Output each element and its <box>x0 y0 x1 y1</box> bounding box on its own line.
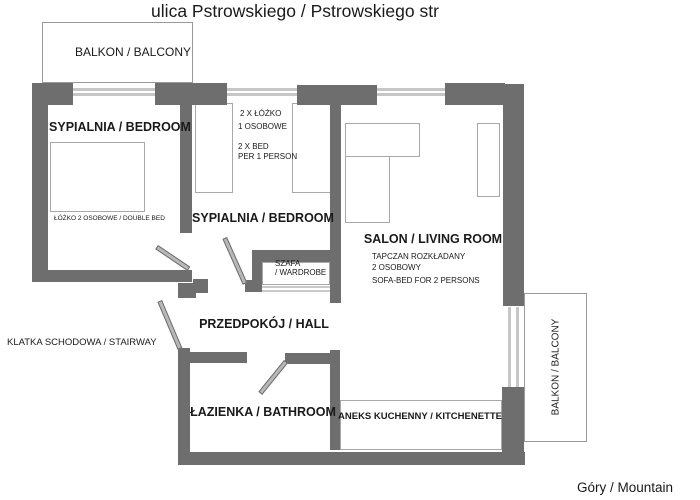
balcony-right-label: BALKON / BALCONY <box>550 318 562 416</box>
wall-bathroom-left <box>178 348 190 465</box>
wall-entry-block-b <box>193 279 208 293</box>
wardrobe-sliding-door-2 <box>262 290 330 292</box>
wall-bottom <box>185 452 525 465</box>
balcony-right <box>524 293 587 442</box>
wall-bedroom1-south <box>32 270 192 282</box>
single-bed-right <box>292 103 332 193</box>
double-bed-label: ŁÓŻKO 2 OSOBOWE / DOUBLE BED <box>54 215 165 222</box>
wall-bedroom2-door-post <box>245 280 262 292</box>
kitchenette-counter <box>340 400 502 450</box>
door-bedroom1 <box>155 245 191 271</box>
twin-beds-note-en-1: 2 X BED <box>238 142 269 151</box>
plan-title: ulica Pstrowskiego / Pstrowskiego str <box>151 1 439 21</box>
balcony-glass-door <box>508 307 519 388</box>
bedroom2-label: SYPIALNIA / BEDROOM <box>192 211 334 225</box>
bathroom-label: ŁAZIENKA / BATHROOM <box>190 405 336 419</box>
wall-right-lower <box>502 387 524 452</box>
wall-bedroom2-salon-divider <box>330 105 341 303</box>
door-entrance <box>157 300 183 350</box>
window-salon <box>377 88 445 96</box>
sofa-note-en: SOFA-BED FOR 2 PERSONS <box>372 276 480 285</box>
sofa-note-pl-2: 2 OSOBOWY <box>372 263 421 272</box>
footer-label: Góry / Mountain <box>577 480 674 495</box>
wall-wardrobe-left <box>252 262 262 292</box>
bedroom1-label: SYPIALNIA / BEDROOM <box>49 120 191 134</box>
door-bedroom2 <box>222 237 248 285</box>
sofa-note-pl-1: TAPCZAN ROZKŁADANY <box>372 252 466 261</box>
wall-left <box>32 83 48 282</box>
salon-side-sofa <box>477 123 500 197</box>
wardrobe-label-line2: / WARDROBE <box>275 268 327 277</box>
kitchenette-label: ANEKS KUCHENNY / KITCHENETTE <box>338 411 502 422</box>
balcony-top-label: BALKON / BALCONY <box>74 45 192 59</box>
twin-beds-note-pl-1: 2 X ŁÓŻKO <box>240 109 282 118</box>
hall-label: PRZEDPOKÓJ / HALL <box>199 317 329 331</box>
wardrobe-label-line1: SZAFA <box>275 259 301 268</box>
wall-right-upper <box>503 84 524 306</box>
twin-beds-note-pl-2: 1 OSOBOWE <box>238 122 287 131</box>
wardrobe-box <box>262 262 330 285</box>
sofa-bed-vertical <box>345 156 390 223</box>
wall-wardrobe-top <box>252 250 330 262</box>
wall-entry-block-a <box>178 283 196 298</box>
salon-label: SALON / LIVING ROOM <box>363 232 503 246</box>
sofa-bed-horizontal <box>345 123 420 157</box>
single-bed-left <box>195 103 233 193</box>
wall-top-pier-1 <box>155 83 227 105</box>
door-bathroom <box>258 359 288 395</box>
balcony-top <box>42 22 193 83</box>
stairway-label: KLATKA SCHODOWA / STAIRWAY <box>7 337 157 348</box>
wall-bedrooms-divider <box>180 105 192 233</box>
window-bedroom2 <box>227 88 297 96</box>
wall-bathroom-top-b <box>285 353 330 364</box>
twin-beds-note-en-2: PER 1 PERSON <box>238 152 298 161</box>
wardrobe-sliding-door-1 <box>262 286 330 288</box>
wall-top-pier-2 <box>297 85 377 105</box>
wall-top-pier-3 <box>445 83 505 105</box>
window-bedroom1 <box>73 88 155 96</box>
wall-bathroom-right <box>330 350 340 450</box>
double-bed <box>50 142 145 212</box>
wall-bathroom-top-a <box>190 352 247 363</box>
